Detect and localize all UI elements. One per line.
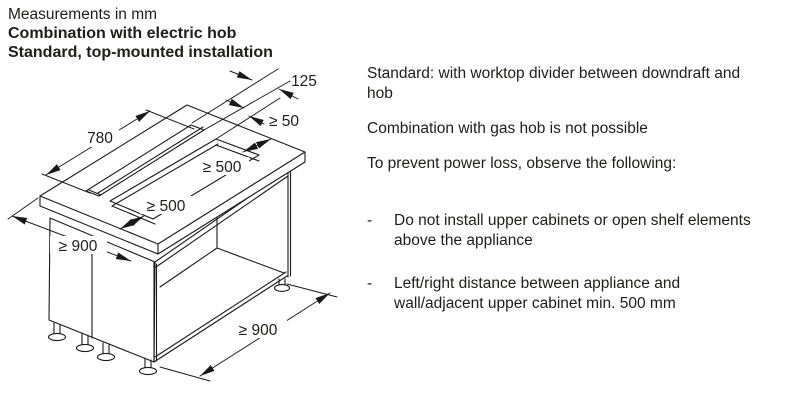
foot bbox=[47, 322, 67, 342]
dim-slot-length-label: 780 bbox=[87, 130, 113, 147]
installation-notes: Standard: with worktop divider between d… bbox=[367, 64, 769, 337]
list-item: - Left/right distance between appliance … bbox=[367, 274, 769, 314]
bullet-text: Do not install upper cabinets or open sh… bbox=[394, 212, 751, 249]
cabinet-bottom-rail bbox=[153, 275, 288, 363]
dim-clearance-right: ≥ 500 bbox=[196, 138, 272, 176]
dim-clearance-left: ≥ 500 bbox=[119, 196, 193, 230]
page-header: Measurements in mm Combination with elec… bbox=[8, 5, 273, 62]
foot bbox=[96, 342, 116, 362]
bullet-marker: - bbox=[367, 275, 373, 292]
cabinet-bottom-rail-inner bbox=[154, 271, 287, 358]
notes-bullet-list: - Do not install upper cabinets or open … bbox=[367, 211, 769, 314]
installation-diagram: 780 125 ≥ 50 ≥ 500 ≥ 500 bbox=[0, 55, 370, 405]
foot bbox=[75, 333, 95, 353]
dimensions: 780 125 ≥ 50 ≥ 500 ≥ 500 bbox=[7, 68, 338, 382]
bullet-text: Left/right distance between appliance an… bbox=[394, 275, 681, 312]
slot-inner-wall bbox=[97, 126, 204, 194]
note-standard: Standard: with worktop divider between d… bbox=[367, 65, 741, 102]
page-title-line1: Combination with electric hob bbox=[8, 25, 237, 42]
hob-inner-wall-right bbox=[215, 144, 260, 162]
list-item: - Do not install upper cabinets or open … bbox=[367, 211, 769, 251]
dim-slot-length: 780 bbox=[41, 109, 195, 194]
cabinet-feet bbox=[47, 278, 291, 376]
note-power-loss: To prevent power loss, observe the follo… bbox=[367, 155, 677, 172]
cabinet-interior-floor-right bbox=[216, 247, 285, 274]
foot bbox=[273, 278, 291, 292]
worktop bbox=[39, 104, 306, 255]
dim-divider-label: ≥ 50 bbox=[269, 113, 299, 130]
page-title-line2: Standard, top-mounted installation bbox=[8, 44, 273, 61]
dim-clearance-right-label: ≥ 500 bbox=[203, 159, 242, 176]
worktop-slab bbox=[39, 104, 306, 255]
hob-inner-wall-left bbox=[111, 205, 156, 225]
dim-cabinet-depth: ≥ 900 bbox=[159, 283, 338, 382]
dim-divider: ≥ 50 bbox=[215, 97, 299, 140]
dim-cabinet-depth-label: ≥ 900 bbox=[239, 322, 278, 339]
cabinet-interior-floor-left bbox=[159, 247, 218, 288]
dim-slot-width: 125 bbox=[191, 68, 317, 131]
hob-cutout bbox=[109, 138, 260, 225]
bullet-marker: - bbox=[367, 212, 373, 229]
dim-slot-width-label: 125 bbox=[291, 73, 317, 90]
note-gas-hob: Combination with gas hob is not possible bbox=[367, 120, 648, 137]
dim-worktop-height-label: ≥ 900 bbox=[59, 238, 98, 255]
dim-worktop-height: ≥ 900 bbox=[7, 197, 132, 262]
hob-inner-wall-back bbox=[111, 143, 219, 207]
foot bbox=[138, 357, 158, 376]
slot-end-wall bbox=[88, 189, 102, 196]
dim-clearance-left-label: ≥ 500 bbox=[147, 198, 186, 215]
units-note: Measurements in mm bbox=[8, 6, 158, 23]
cabinet-top-rail-inner bbox=[155, 175, 289, 268]
